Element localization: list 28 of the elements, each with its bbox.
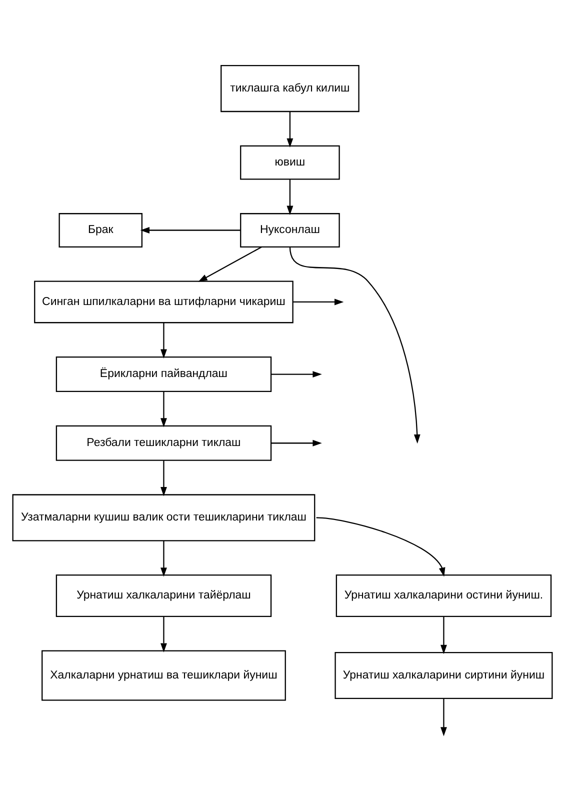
node-box: Резбали тешикларни тиклаш: [56, 424, 272, 460]
node-box: Халкаларни урнатиш ва тешиклари йуниш: [42, 650, 286, 700]
node-box: Ёрикларни пайвандлаш: [56, 356, 272, 392]
arrow: [160, 391, 167, 427]
arrow: [160, 616, 167, 652]
node-box: Урнатиш халкаларини сиртини йуниш: [334, 651, 553, 698]
node-box: Урнатиш халкаларини тайёрлаш: [56, 574, 272, 616]
node-box: Узатмаларни кушиш валик ости тешикларини тиклаш: [12, 494, 316, 541]
node-box: Брак: [58, 212, 142, 247]
arrow: [140, 226, 241, 233]
arrow: [440, 616, 447, 654]
arrow: [293, 298, 344, 305]
arrow: [160, 322, 167, 358]
arrow: [440, 698, 447, 736]
arrow: [160, 460, 167, 496]
arrow: [198, 246, 262, 282]
arrow: [160, 540, 167, 576]
node-box: Нуксонлаш: [240, 212, 340, 247]
node-box: Урнатиш халкаларини остини йуниш.: [336, 574, 552, 616]
node-box: тиклашга кабул килиш: [220, 64, 360, 112]
arrow: [271, 439, 322, 446]
arrow: [316, 516, 446, 576]
node-box: Синган шпилкаларни ва штифларни чикариш: [34, 280, 294, 323]
arrow: [289, 246, 420, 444]
arrow: [286, 111, 294, 148]
arrow: [286, 178, 294, 214]
node-box: ювиш: [240, 144, 340, 180]
arrow: [271, 370, 322, 377]
